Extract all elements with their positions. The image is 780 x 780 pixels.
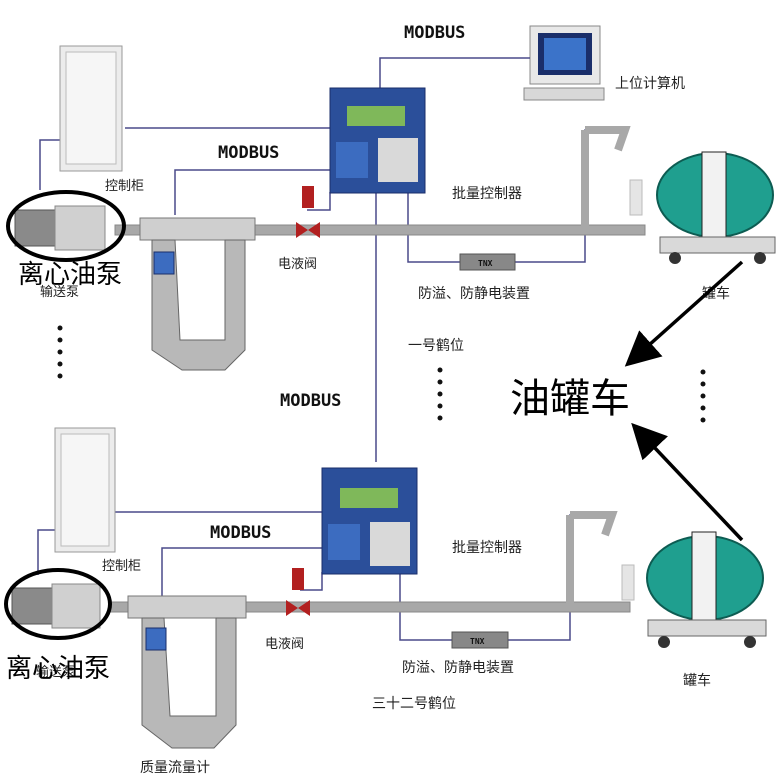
pump-wire-2 bbox=[37, 529, 55, 575]
modbus-label-top: MODBUS bbox=[404, 23, 465, 43]
control-cabinet-icon-2 bbox=[54, 427, 116, 553]
centrifugal-pump-label-2: 离心油泵 bbox=[6, 654, 110, 684]
batch-controller-icon-2 bbox=[321, 467, 418, 575]
anti-static-device-2 bbox=[451, 631, 509, 649]
pump-highlight-ellipse-2 bbox=[4, 568, 112, 640]
valve-icon-2 bbox=[286, 568, 310, 616]
loading-arm-1 bbox=[585, 126, 631, 152]
device-tag-2: TNX bbox=[470, 637, 485, 646]
tanker-icon-2 bbox=[621, 531, 767, 648]
device-tag-1: TNX bbox=[478, 259, 493, 268]
host-computer-label: 上位计算机 bbox=[615, 76, 685, 92]
modbus-label-2: MODBUS bbox=[210, 523, 271, 543]
pump-wire-1 bbox=[39, 139, 60, 190]
arm-wire-1 bbox=[515, 129, 625, 263]
mass-flowmeter-label: 质量流量计 bbox=[140, 760, 210, 776]
batch-controller-icon-1 bbox=[329, 87, 426, 194]
control-cabinet-icon-1 bbox=[59, 45, 123, 172]
loading-arm-2 bbox=[570, 511, 618, 537]
batch-controller-label-2: 批量控制器 bbox=[452, 540, 522, 556]
pump-faint-label-2: 输送泵 bbox=[36, 664, 75, 680]
tanker-icon-1 bbox=[629, 151, 776, 264]
flowmeter-wire-2 bbox=[161, 547, 322, 598]
valve-icon-1 bbox=[296, 186, 320, 238]
ellipsis-dots-left bbox=[57, 325, 63, 379]
arrow-to-tanker-1 bbox=[624, 260, 744, 367]
pump-faint-label-1: 输送泵 bbox=[40, 284, 79, 300]
centrifugal-pump-label-1: 离心油泵 bbox=[18, 260, 122, 290]
valve-wire-1 bbox=[307, 192, 331, 211]
flowmeter-icon-1 bbox=[139, 217, 256, 371]
anti-overflow-label-1: 防溢、防静电装置 bbox=[418, 286, 530, 302]
valve-wire-2 bbox=[300, 572, 323, 591]
pump-icon-2 bbox=[11, 583, 101, 629]
loading-arm-label-32: 三十二号鹤位 bbox=[372, 696, 456, 712]
control-cabinet-label-2: 控制柜 bbox=[102, 559, 141, 574]
arm-wire-2 bbox=[508, 514, 612, 641]
oil-tanker-label: 油罐车 bbox=[510, 376, 630, 422]
anti-overflow-label-2: 防溢、防静电装置 bbox=[402, 660, 514, 676]
device-wire-1 bbox=[407, 192, 460, 263]
control-cabinet-label-1: 控制柜 bbox=[105, 179, 144, 194]
modbus-wire-top bbox=[379, 57, 530, 90]
pipe-1 bbox=[114, 224, 646, 236]
modbus-label-1: MODBUS bbox=[218, 143, 279, 163]
arrow-to-tanker-2 bbox=[631, 422, 744, 542]
loading-arm-label-1: 一号鹤位 bbox=[408, 338, 464, 354]
pump-icon-1 bbox=[14, 205, 106, 251]
anti-static-device-1 bbox=[459, 253, 516, 271]
host-computer-icon bbox=[523, 25, 605, 101]
tanker-label-2: 罐车 bbox=[683, 672, 711, 689]
ellipsis-dots-center bbox=[437, 367, 443, 421]
flowmeter-icon-2 bbox=[127, 595, 247, 749]
batch-controller-label-1: 批量控制器 bbox=[452, 186, 522, 202]
modbus-label-mid: MODBUS bbox=[280, 391, 341, 411]
ellipsis-dots-right bbox=[700, 369, 706, 423]
solenoid-valve-label-1: 电液阀 bbox=[278, 257, 317, 272]
flowmeter-wire-1 bbox=[174, 169, 330, 215]
device-wire-2 bbox=[399, 574, 452, 641]
solenoid-valve-label-2: 电液阀 bbox=[265, 637, 304, 652]
pump-highlight-ellipse-1 bbox=[6, 190, 126, 262]
